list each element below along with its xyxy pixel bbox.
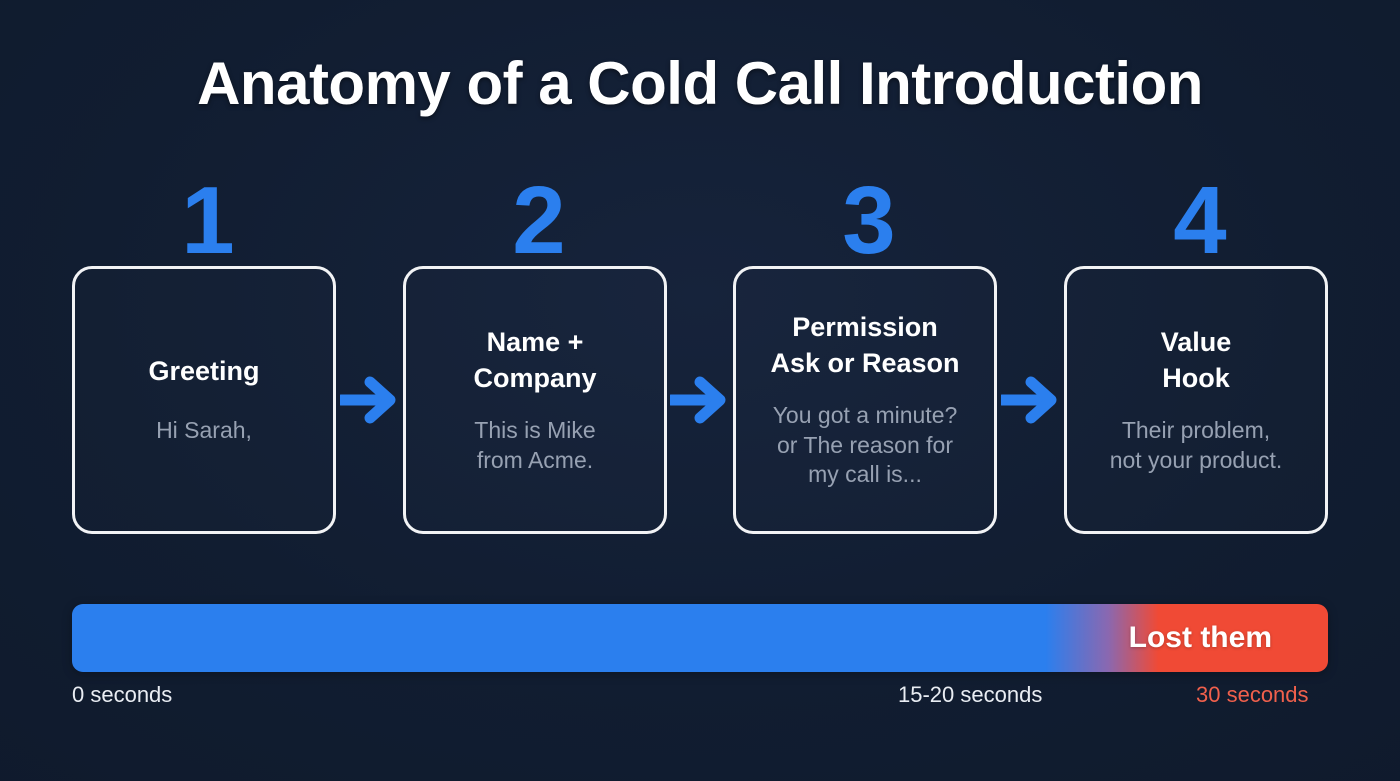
step-card-3[interactable]: 3 Permission Ask or Reason You got a min… <box>733 173 997 534</box>
arrow-right-icon <box>1001 374 1057 426</box>
step-title-2: Name + Company <box>473 326 597 393</box>
step-number-badge-3: 3 <box>842 167 895 274</box>
step-title-4: Value Hook <box>1160 326 1232 393</box>
arrow-right-icon <box>340 374 396 426</box>
step-example-1: Hi Sarah, <box>156 417 252 444</box>
step-card-2[interactable]: 2 Name + Company This is Mike from Acme. <box>403 173 667 534</box>
step-number-badge-1: 1 <box>181 167 234 274</box>
page-title: Anatomy of a Cold Call Introduction <box>197 50 1203 117</box>
step-title-3: Permission Ask or Reason <box>770 312 960 378</box>
timeline-lost-them-label: Lost them <box>1128 621 1272 654</box>
step-title-1: Greeting <box>148 356 260 387</box>
timeline-middle-caption: 15-20 seconds <box>898 682 1043 707</box>
step-example-4: Their problem, not your product. <box>1109 417 1283 473</box>
step-number-badge-2: 2 <box>512 167 565 274</box>
step-card-1[interactable]: 1 Greeting Hi Sarah, <box>72 173 336 534</box>
step-example-2: This is Mike from Acme. <box>474 417 596 473</box>
timeline-end-caption: 30 seconds <box>1196 682 1309 707</box>
arrow-right-icon <box>670 374 726 426</box>
step-number-badge-4: 4 <box>1173 167 1226 274</box>
step-example-3: You got a minute? or The reason for my c… <box>772 402 958 488</box>
timeline-bar: Lost them <box>72 604 1328 672</box>
timeline-start-caption: 0 seconds <box>72 682 173 707</box>
step-card-4[interactable]: 4 Value Hook Their problem, not your pro… <box>1064 173 1328 534</box>
